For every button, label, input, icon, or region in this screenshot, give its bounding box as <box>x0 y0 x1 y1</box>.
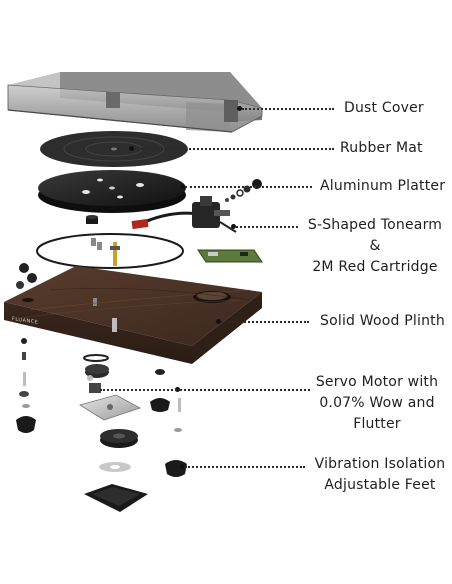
drive-belt <box>36 233 184 269</box>
servo-motor-leader <box>100 389 180 391</box>
spindle-parts <box>16 238 120 289</box>
label-isolation-feet: Vibration Isolation Adjustable Feet <box>308 454 452 496</box>
label-feet-line1: Vibration Isolation <box>314 456 446 472</box>
servo-motor-assembly <box>79 354 182 472</box>
aluminum-platter-leader-dot <box>180 184 185 189</box>
label-motor-line1: Servo Motor with <box>315 374 439 390</box>
motor-base-tray <box>84 484 148 512</box>
dust-cover <box>7 72 263 133</box>
label-rubber-mat: Rubber Mat <box>340 140 423 156</box>
aluminum-platter-leader <box>185 186 312 188</box>
dust-cover-leader-dot <box>237 106 242 111</box>
circuit-board <box>197 249 263 263</box>
tonearm-assembly <box>86 179 262 233</box>
label-motor-line2: 0.07% Wow and <box>319 395 435 411</box>
label-feet-line2: Adjustable Feet <box>324 477 436 493</box>
feet-leader-dot <box>180 464 185 469</box>
label-tonearm-cartridge: S-Shaped Tonearm & 2M Red Cartridge <box>300 215 450 278</box>
label-dust-cover: Dust Cover <box>344 100 424 116</box>
wood-plinth <box>4 266 262 364</box>
plinth-leader <box>221 321 309 323</box>
label-plinth: Solid Wood Plinth <box>320 313 445 329</box>
label-motor-line3: Flutter <box>353 416 401 432</box>
tonearm-leader <box>236 226 298 228</box>
aluminum-platter <box>38 170 186 213</box>
feet-leader <box>185 466 305 468</box>
servo-motor-leader-right <box>180 389 310 391</box>
rubber-mat-leader-dot <box>129 146 134 151</box>
dust-cover-leader <box>242 108 334 110</box>
label-servo-motor: Servo Motor with 0.07% Wow and Flutter <box>305 372 449 435</box>
tonearm-leader-dot <box>231 224 236 229</box>
plinth-leader-dot <box>216 319 221 324</box>
label-aluminum-platter: Aluminum Platter <box>320 178 446 194</box>
rubber-mat-leader <box>134 148 334 150</box>
label-tonearm-line1: S-Shaped Tonearm & <box>307 217 443 254</box>
feet-left <box>16 338 36 433</box>
label-tonearm-line2: 2M Red Cartridge <box>312 259 438 275</box>
